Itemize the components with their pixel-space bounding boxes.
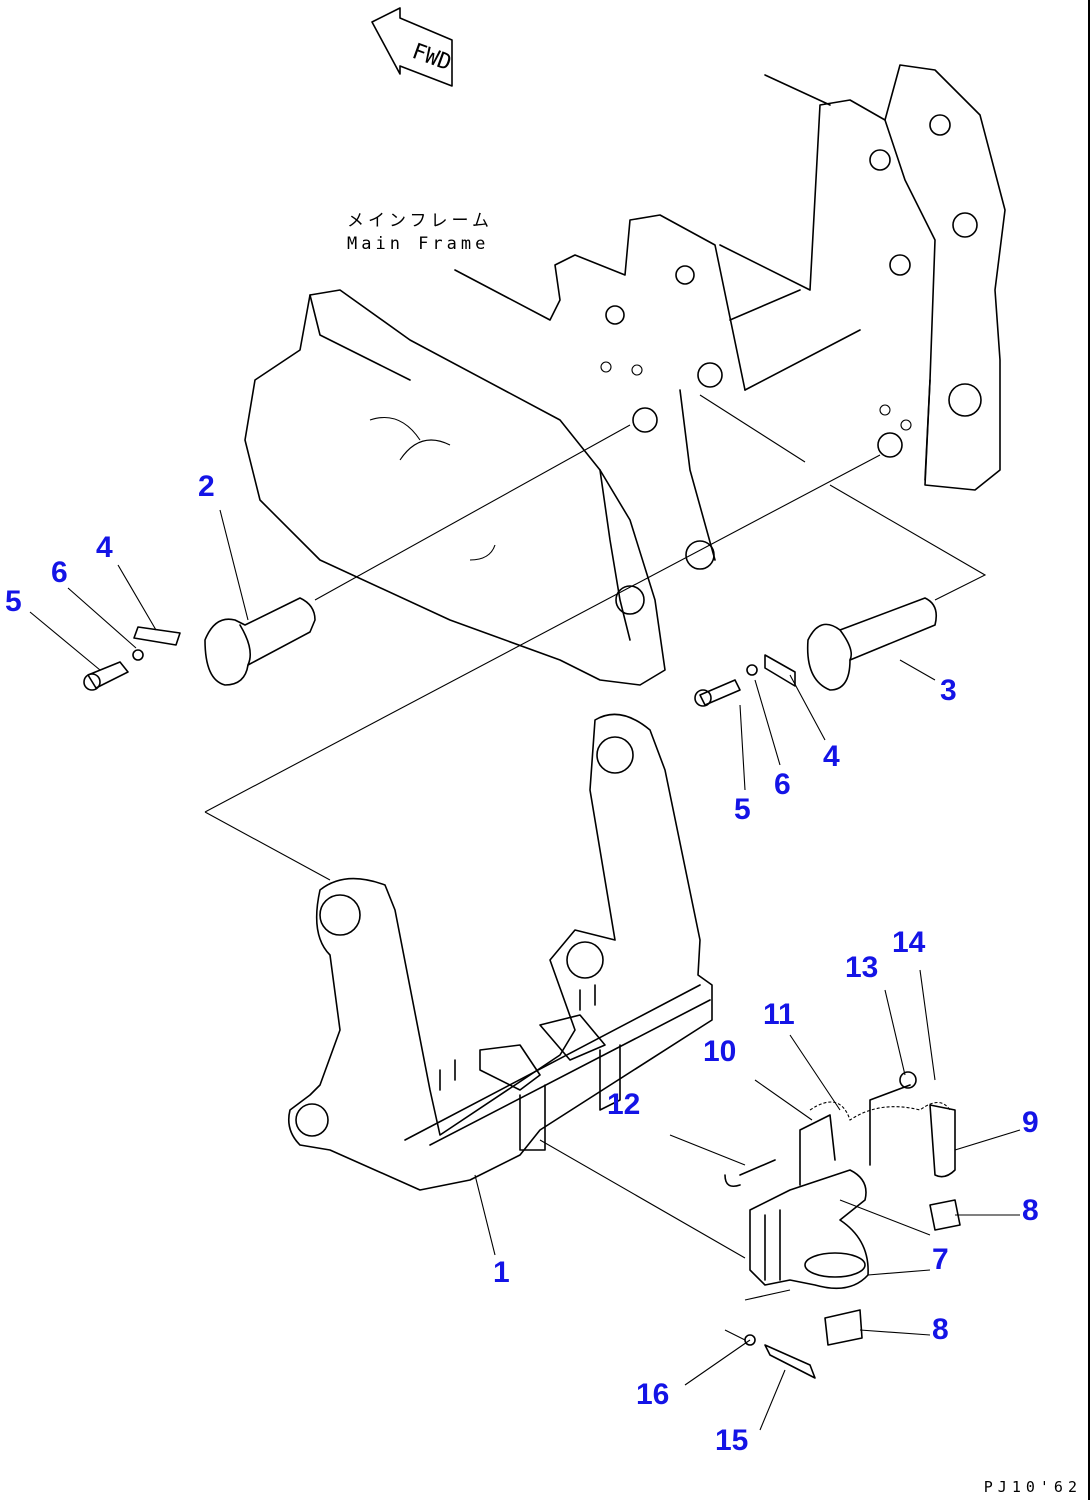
callout-11: 11 xyxy=(763,998,795,1031)
main-frame-label-jp: メインフレーム xyxy=(347,211,493,231)
tow-bracket-1 xyxy=(287,713,713,1191)
drawing-code: PJ10'62 xyxy=(983,1478,1082,1496)
callout-3: 3 xyxy=(940,674,957,707)
callout-12: 12 xyxy=(607,1088,641,1121)
pin-3 xyxy=(806,597,938,691)
callout-8: 8 xyxy=(1022,1194,1039,1227)
callout-4: 4 xyxy=(823,740,840,773)
pin-2 xyxy=(204,597,316,686)
callout-6: 6 xyxy=(774,768,791,801)
callout-7: 7 xyxy=(932,1243,949,1276)
fwd-arrow-icon: FWD xyxy=(371,7,455,87)
hardware-left xyxy=(83,626,181,691)
callout-13: 13 xyxy=(845,951,879,984)
callout-1: 1 xyxy=(493,1256,510,1289)
main-frame xyxy=(244,64,1006,686)
callout-5: 5 xyxy=(5,585,22,618)
hitch-assembly xyxy=(724,1071,961,1379)
callout-9: 9 xyxy=(1022,1106,1039,1139)
callout-10: 10 xyxy=(703,1035,737,1068)
callout-15: 15 xyxy=(715,1424,749,1457)
callout-8: 8 xyxy=(932,1313,949,1346)
main-frame-label-en: Main Frame xyxy=(347,234,490,254)
callout-14: 14 xyxy=(892,926,926,959)
callout-16: 16 xyxy=(636,1378,670,1411)
callout-2: 2 xyxy=(198,470,215,503)
callout-6: 6 xyxy=(51,556,68,589)
hardware-right xyxy=(694,654,796,707)
callout-4: 4 xyxy=(96,531,113,564)
fwd-text: FWD xyxy=(409,39,455,76)
callout-5: 5 xyxy=(734,793,751,826)
assembly-lines xyxy=(204,394,987,1341)
leader-lines xyxy=(29,509,1021,1431)
